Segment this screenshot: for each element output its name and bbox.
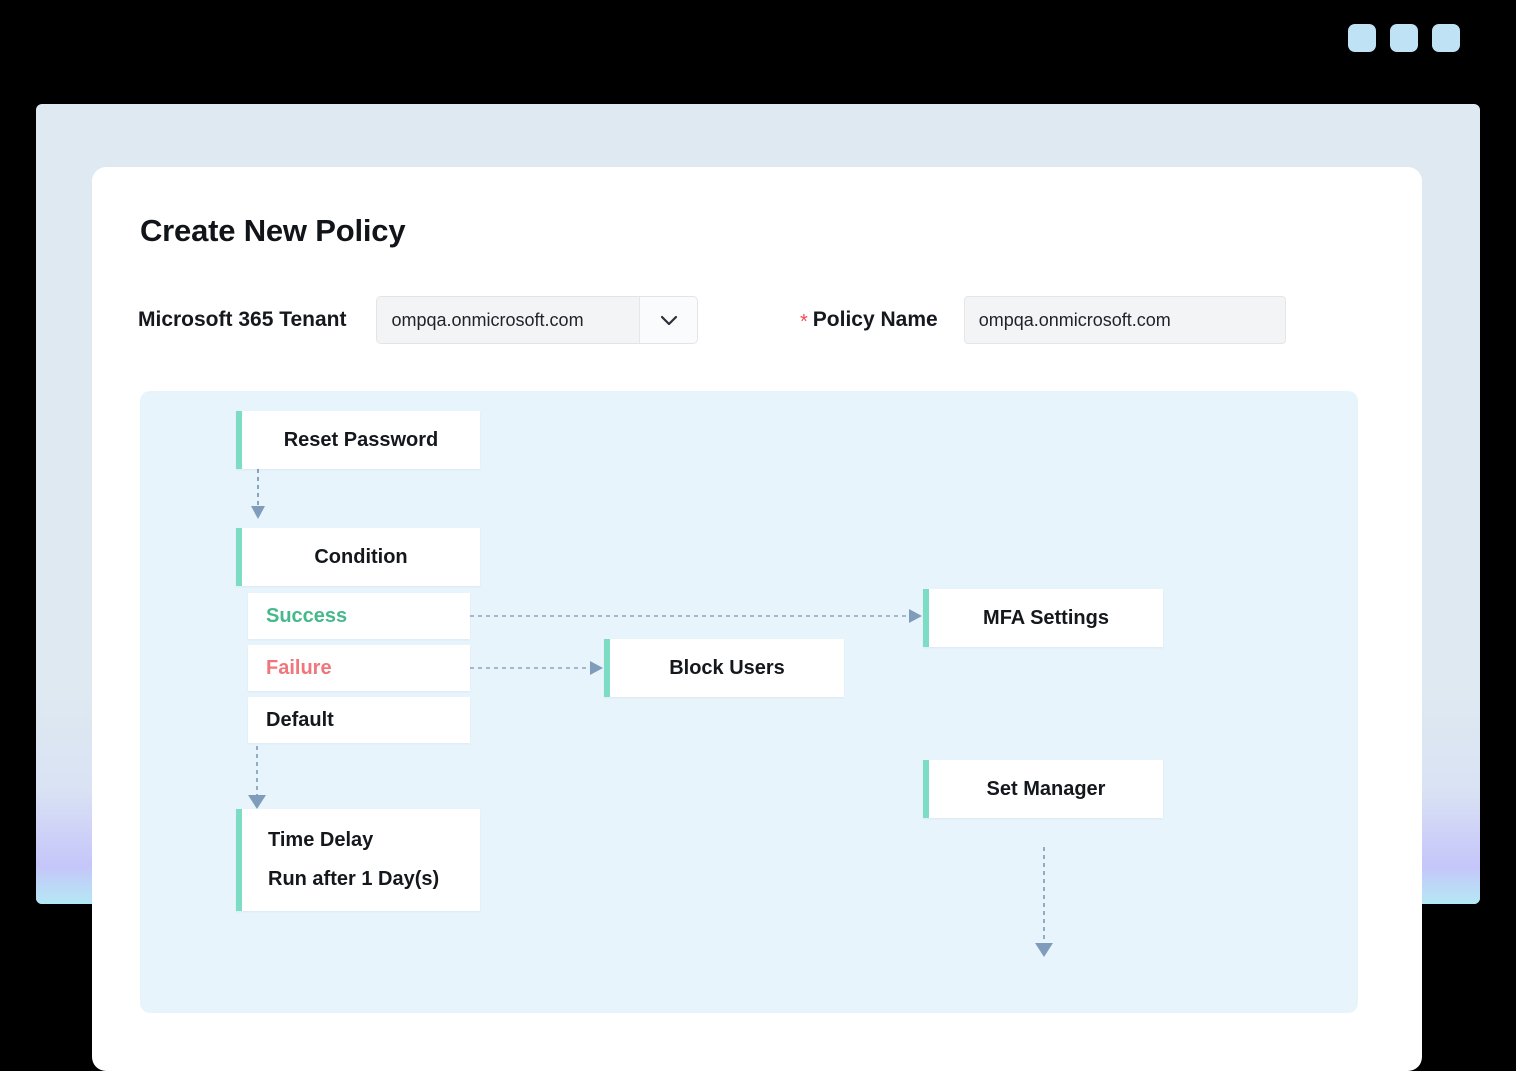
node-accent-bar [236, 528, 242, 586]
node-body: Block Users [610, 639, 844, 697]
policy-name-label: Policy Name [812, 308, 938, 331]
node-body: Set Manager [929, 760, 1163, 818]
required-indicator: * [800, 311, 808, 333]
policy-flow-canvas[interactable]: Reset Password Condition Success Failure… [140, 391, 1358, 1013]
node-body: Reset Password [242, 411, 480, 469]
window-control-minimize-button[interactable] [1348, 24, 1376, 52]
flow-node-detail: Run after 1 Day(s) [268, 868, 440, 890]
flow-branch-label: Failure [266, 656, 332, 679]
flow-node-label: Condition [314, 545, 408, 568]
node-accent-bar [236, 809, 242, 911]
tenant-select-value: ompqa.onmicrosoft.com [377, 297, 640, 343]
window-control-close-button[interactable] [1432, 24, 1460, 52]
flow-node-set-manager[interactable]: Set Manager [923, 760, 1163, 818]
title-bar [0, 0, 1516, 82]
flow-node-label: Reset Password [283, 428, 439, 451]
flow-node-condition[interactable]: Condition [236, 528, 480, 586]
flow-node-label: Time Delay [268, 829, 374, 851]
flow-branch-label: Success [266, 604, 348, 627]
policy-form: Microsoft 365 Tenant ompqa.onmicrosoft.c… [138, 296, 1348, 344]
node-body: Condition [242, 528, 480, 586]
flow-node-label: Block Users [669, 656, 785, 679]
flow-node-reset-password[interactable]: Reset Password [236, 411, 480, 469]
flow-branch-label: Default [266, 708, 334, 731]
tenant-select[interactable]: ompqa.onmicrosoft.com [376, 296, 699, 344]
page-title: Create New Policy [140, 213, 406, 248]
flow-node-label: Set Manager [986, 777, 1106, 800]
node-accent-bar [236, 411, 242, 469]
flow-node-mfa-settings[interactable]: MFA Settings [923, 589, 1163, 647]
tenant-label: Microsoft 365 Tenant [138, 308, 347, 331]
node-accent-bar [923, 589, 929, 647]
node-body: Time Delay Run after 1 Day(s) [242, 809, 480, 911]
tenant-field-group: Microsoft 365 Tenant ompqa.onmicrosoft.c… [138, 296, 699, 344]
node-body: MFA Settings [929, 589, 1163, 647]
flow-branch-default[interactable]: Default [248, 697, 470, 743]
window-controls [1348, 24, 1460, 52]
policy-name-input[interactable] [963, 296, 1286, 344]
policy-name-field-group: * Policy Name [800, 296, 1286, 344]
flow-branch-failure[interactable]: Failure [248, 645, 470, 691]
flow-node-label: MFA Settings [983, 606, 1109, 629]
chevron-down-icon[interactable] [639, 297, 698, 343]
policy-card: Create New Policy Microsoft 365 Tenant o… [92, 167, 1422, 1071]
node-accent-bar [923, 760, 929, 818]
flow-node-block-users[interactable]: Block Users [604, 639, 844, 697]
window-control-maximize-button[interactable] [1390, 24, 1418, 52]
node-accent-bar [604, 639, 610, 697]
flow-node-time-delay[interactable]: Time Delay Run after 1 Day(s) [236, 809, 480, 911]
flow-branch-success[interactable]: Success [248, 593, 470, 639]
